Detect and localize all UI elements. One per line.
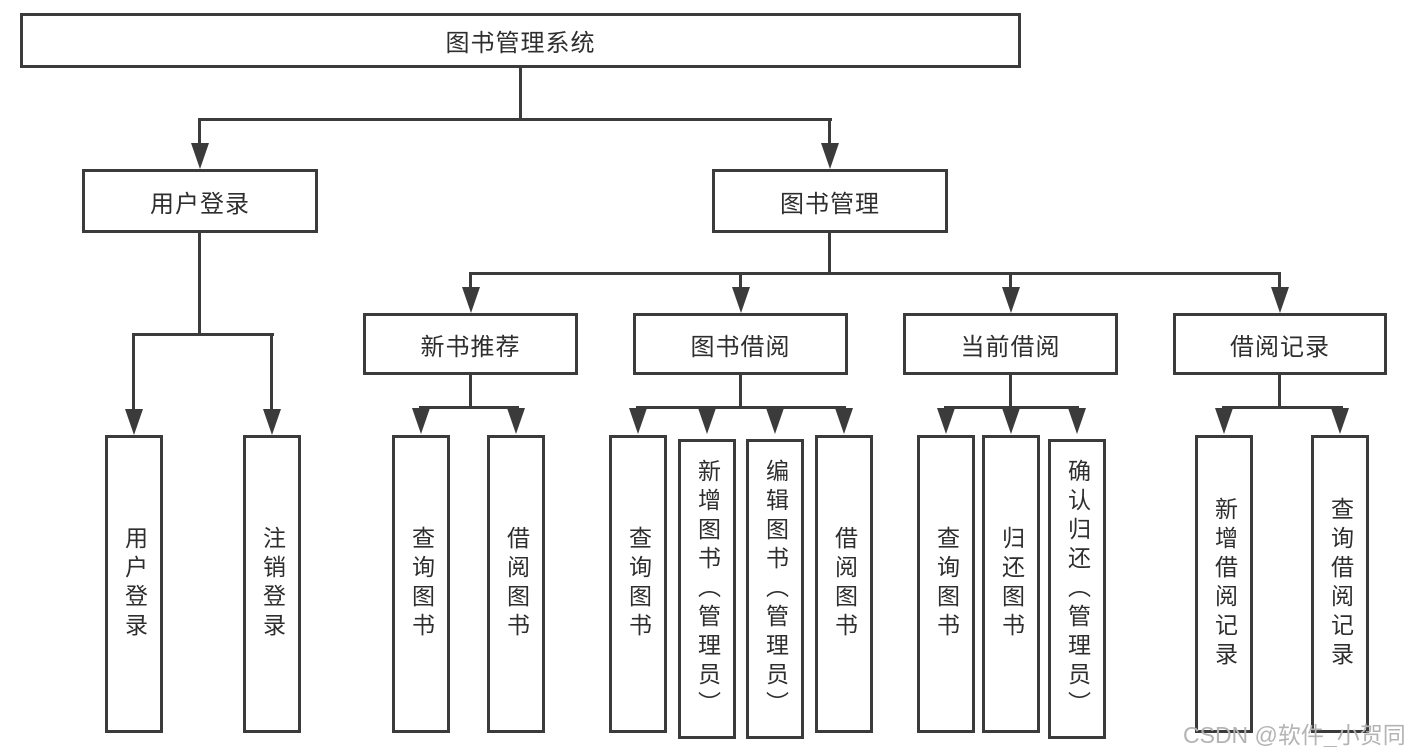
leaf-label: 编辑图书（管理员）: [762, 458, 789, 720]
arrow-down-icon: [1068, 408, 1086, 434]
arrow-down-icon: [125, 409, 143, 435]
leaf-label: 借阅图书: [831, 526, 858, 642]
leaf-label: 查询图书: [933, 526, 960, 642]
node-label: 用户登录: [150, 190, 250, 218]
leaf-label: 确认归还（管理员）: [1064, 458, 1091, 720]
node-book-borrowing: 图书借阅: [633, 313, 848, 375]
leaf-label: 新增借阅记录: [1211, 497, 1238, 671]
leaf-user-login: 用户登录: [105, 435, 163, 733]
connector-vline: [1278, 373, 1281, 408]
arrow-down-icon: [835, 408, 853, 434]
leaf-add-borrow-record: 新增借阅记录: [1195, 435, 1253, 733]
arrow-down-icon: [732, 287, 750, 313]
leaf-query-books: 查询图书: [609, 435, 667, 733]
connector-hline: [1222, 406, 1343, 409]
node-label: 图书管理系统: [445, 30, 596, 57]
connector-vline: [1009, 373, 1012, 408]
leaf-query-books: 查询图书: [392, 435, 450, 733]
leaf-logout: 注销登录: [243, 435, 301, 733]
connector-vline: [828, 118, 831, 150]
leaf-confirm-return-admin: 确认归还（管理员）: [1048, 439, 1106, 739]
node-label: 新书推荐: [420, 333, 521, 361]
arrow-down-icon: [1331, 408, 1349, 434]
leaf-borrow-books: 借阅图书: [815, 435, 873, 733]
arrow-down-icon: [462, 287, 480, 313]
arrow-down-icon: [191, 143, 209, 169]
connector-hline: [198, 118, 832, 121]
connector-vline: [1278, 272, 1281, 290]
connector-vline: [1009, 272, 1012, 290]
leaf-label: 归还图书: [998, 526, 1025, 642]
connector-hline: [132, 333, 274, 336]
leaf-label: 注销登录: [259, 526, 286, 642]
arrow-down-icon: [412, 408, 430, 434]
arrow-down-icon: [766, 408, 784, 434]
connector-hline: [944, 406, 1079, 409]
connector-hline: [636, 406, 846, 409]
leaf-return-books: 归还图书: [982, 435, 1040, 733]
arrow-down-icon: [507, 408, 525, 434]
leaf-label: 借阅图书: [503, 526, 530, 642]
watermark-csdn: CSDN @软件_小贺同学: [1183, 722, 1405, 747]
arrow-down-icon: [937, 408, 955, 434]
connector-vline: [828, 231, 831, 274]
arrow-down-icon: [263, 409, 281, 435]
connector-hline: [469, 272, 1281, 275]
leaf-borrow-books: 借阅图书: [487, 435, 545, 733]
node-library-management-system: 图书管理系统: [20, 13, 1021, 68]
connector-vline: [519, 66, 522, 120]
node-user-login: 用户登录: [82, 169, 318, 233]
leaf-label: 查询图书: [408, 526, 435, 642]
node-current-borrowing: 当前借阅: [903, 313, 1118, 375]
node-label: 图书借阅: [690, 333, 791, 361]
leaf-query-books: 查询图书: [917, 435, 975, 733]
arrow-down-icon: [1215, 408, 1233, 434]
connector-vline: [198, 118, 201, 150]
connector-vline: [270, 333, 273, 412]
node-borrowing-records: 借阅记录: [1173, 313, 1387, 375]
node-label: 图书管理: [780, 190, 880, 218]
leaf-label: 查询借阅记录: [1327, 497, 1354, 671]
connector-hline: [419, 406, 519, 409]
connector-vline: [198, 231, 201, 335]
node-new-book-recommendation: 新书推荐: [363, 313, 578, 375]
leaf-label: 查询图书: [625, 526, 652, 642]
arrow-down-icon: [1002, 287, 1020, 313]
connector-vline: [739, 272, 742, 290]
leaf-edit-books-admin: 编辑图书（管理员）: [746, 439, 804, 739]
connector-vline: [469, 272, 472, 290]
arrow-down-icon: [698, 408, 716, 434]
connector-vline: [132, 333, 135, 412]
node-book-management: 图书管理: [712, 169, 948, 233]
arrow-down-icon: [1271, 287, 1289, 313]
node-label: 借阅记录: [1230, 333, 1330, 361]
arrow-down-icon: [629, 408, 647, 434]
arrow-down-icon: [821, 143, 839, 169]
connector-vline: [739, 373, 742, 408]
leaf-label: 新增图书（管理员）: [694, 458, 721, 720]
leaf-label: 用户登录: [121, 526, 148, 642]
leaf-add-books-admin: 新增图书（管理员）: [678, 439, 736, 739]
node-label: 当前借阅: [960, 333, 1061, 361]
connector-vline: [469, 373, 472, 408]
arrow-down-icon: [1002, 408, 1020, 434]
leaf-query-borrow-record: 查询借阅记录: [1311, 435, 1369, 733]
